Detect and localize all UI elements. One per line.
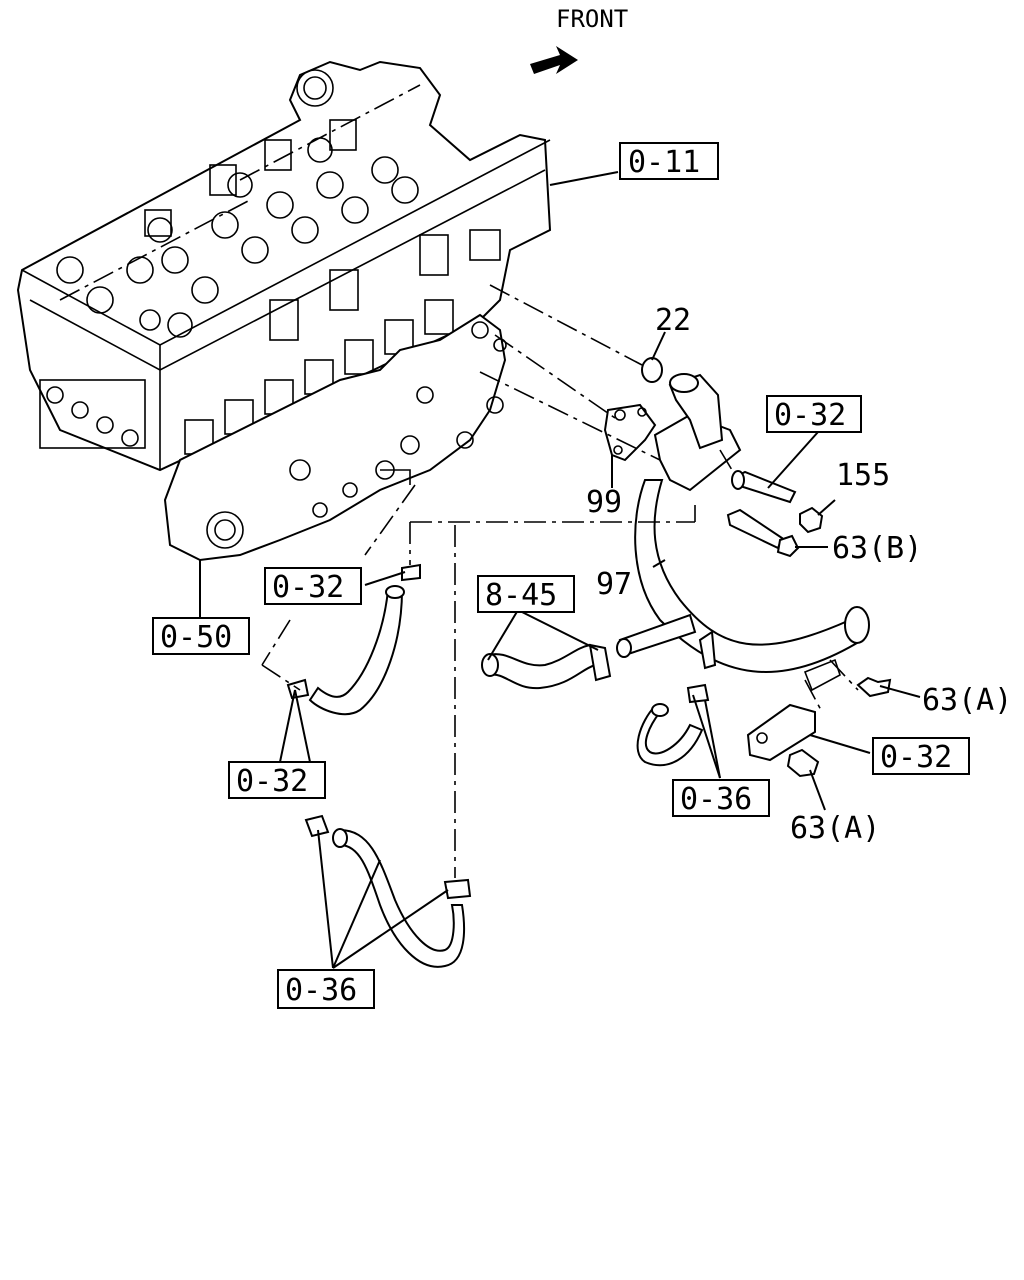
bolt-63a-upper [856, 676, 892, 698]
hose-right [636, 683, 710, 767]
ref-0-11: 0-11 [619, 142, 719, 180]
ref-0-32-bottom: 0-32 [228, 761, 326, 799]
part-63b: 63(B) [832, 531, 922, 566]
hose-8-45 [481, 643, 612, 690]
bolt-0-32 [731, 470, 797, 504]
svg-text:0-11: 0-11 [628, 145, 700, 180]
ref-0-32-right: 0-32 [766, 395, 862, 433]
front-label: FRONT [556, 5, 628, 33]
svg-text:0-32: 0-32 [880, 740, 952, 775]
svg-text:0-32: 0-32 [774, 398, 846, 433]
part-63a-lower: 63(A) [790, 811, 880, 846]
part-22: 22 [655, 303, 691, 338]
svg-text:0-36: 0-36 [680, 782, 752, 817]
svg-text:0-32: 0-32 [272, 570, 344, 605]
ref-0-50: 0-50 [152, 617, 250, 655]
front-arrow-icon [530, 46, 578, 74]
gasket-99 [603, 403, 657, 462]
bolt-63a-lower [786, 748, 820, 778]
nut-155 [799, 506, 824, 534]
leader-lines [199, 171, 921, 969]
ref-8-45: 8-45 [477, 575, 575, 613]
hose-upper-left [286, 563, 421, 716]
part-97: 97 [596, 567, 632, 602]
cylinder-head [16, 60, 552, 562]
o-ring-22 [641, 357, 663, 383]
water-outlet-pipe [616, 373, 870, 762]
svg-text:8-45: 8-45 [485, 578, 557, 613]
part-99: 99 [586, 485, 622, 520]
svg-text:0-50: 0-50 [160, 620, 232, 655]
bolt-63b [726, 508, 800, 558]
part-63a-upper: 63(A) [922, 683, 1012, 718]
part-155: 155 [836, 458, 890, 493]
ref-0-36-bottom: 0-36 [277, 969, 375, 1009]
ref-0-32-lower: 0-32 [872, 737, 970, 775]
svg-text:0-36: 0-36 [285, 973, 357, 1008]
ref-0-36-right: 0-36 [672, 779, 770, 817]
alignment-lines [261, 284, 859, 878]
ref-0-32-left: 0-32 [264, 567, 362, 605]
hose-bottom [304, 814, 472, 968]
svg-text:0-32: 0-32 [236, 764, 308, 799]
